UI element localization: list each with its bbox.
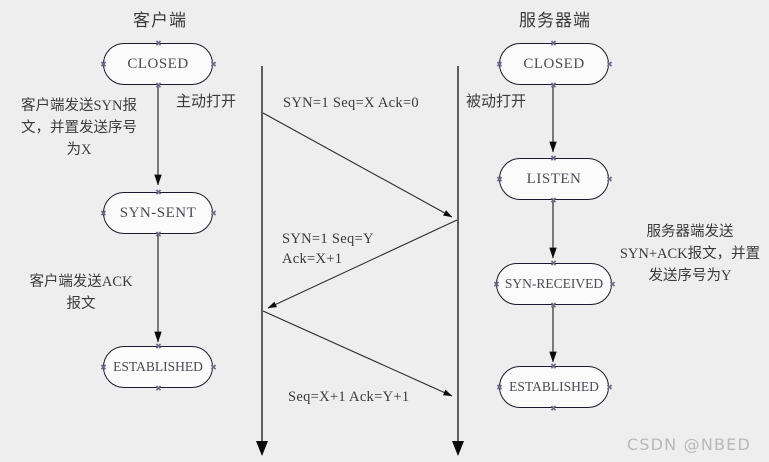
server-passive-open-label: 被动打开 [466, 94, 527, 110]
server-state-listen: LISTEN [499, 158, 609, 200]
client-state-established: ESTABLISHED [103, 346, 213, 388]
client-state-syn-sent: SYN-SENT [103, 192, 213, 234]
client-state-closed: CLOSED [103, 43, 213, 85]
server-state-closed: CLOSED [499, 43, 609, 85]
message-label-syn: SYN=1 Seq=X Ack=0 [283, 95, 419, 111]
client-column-title: 客户端 [133, 11, 187, 30]
message-arrow-syn [262, 112, 453, 218]
client-note-send-ack: 客户端发送ACK 报文 [29, 274, 133, 312]
server-column-title: 服务器端 [519, 11, 591, 30]
message-arrow-syn-ack [267, 219, 458, 309]
message-arrow-ack [262, 310, 453, 397]
client-note-send-syn: 客户端发送SYN报 文，并置发送序号 为X [20, 98, 137, 158]
client-lifeline-arrowhead [256, 441, 268, 456]
csdn-watermark: CSDN @NBED [626, 435, 751, 454]
message-label-ack: Seq=X+1 Ack=Y+1 [288, 389, 410, 405]
lifelines [256, 66, 464, 456]
server-state-established: ESTABLISHED [499, 366, 609, 408]
client-active-open-label: 主动打开 [176, 94, 237, 110]
message-label-syn-ack: SYN=1 Seq=Y Ack=X+1 [282, 231, 374, 267]
server-lifeline-arrowhead [452, 441, 464, 456]
server-note-send-syn-ack: 服务器端发送 SYN+ACK报文，并置 发送序号为Y [619, 224, 761, 284]
server-state-syn-received: SYN-RECEIVED [496, 263, 612, 305]
